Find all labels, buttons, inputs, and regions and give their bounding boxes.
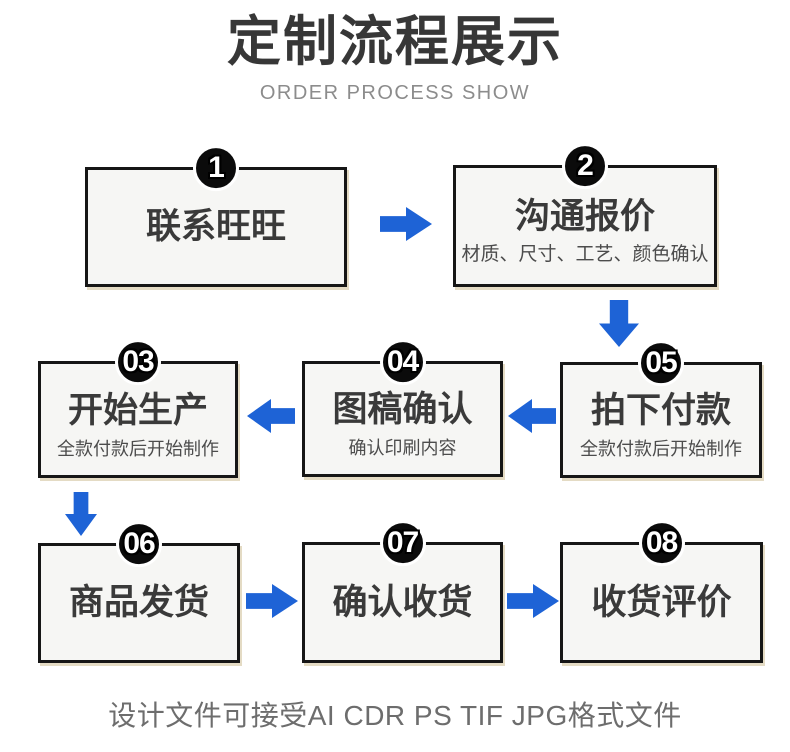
step-box-4-artwork: 04 图稿确认 确认印刷内容	[302, 339, 503, 477]
step-number-badge: 1	[193, 145, 239, 192]
step-number-badge: 08	[638, 520, 685, 567]
step-subtitle: 全款付款后开始制作	[57, 438, 219, 459]
step-title: 商品发货	[68, 583, 209, 622]
step-subtitle: 材质、尺寸、工艺、颜色确认	[461, 244, 709, 265]
step-title: 联系旺旺	[145, 207, 286, 246]
step-box-8-review: 08 收货评价	[560, 520, 763, 663]
arrow-right-icon	[507, 584, 559, 618]
step-number-badge: 2	[562, 143, 608, 190]
arrow-left-icon	[508, 399, 556, 433]
step-title: 沟通报价	[514, 197, 655, 236]
step-number: 06	[123, 527, 155, 561]
arrow-left-icon	[247, 399, 295, 433]
step-subtitle: 确认印刷内容	[348, 438, 457, 458]
arrow-down-icon	[599, 300, 639, 347]
step-title: 收货评价	[591, 582, 732, 622]
step-box-3-production: 03 开始生产 全款付款后开始制作	[38, 339, 238, 478]
step-box-6-shipping: 06 商品发货	[38, 521, 240, 663]
step-title: 拍下付款	[590, 391, 731, 430]
step-title: 图稿确认	[332, 390, 473, 429]
step-number: 07	[386, 526, 419, 560]
step-number: 04	[386, 345, 419, 379]
arrow-right-icon	[380, 207, 432, 241]
step-number: 1	[208, 151, 225, 185]
step-title: 确认收货	[332, 582, 473, 622]
step-title: 开始生产	[67, 390, 208, 430]
page-subtitle: ORDER PROCESS SHOW	[259, 82, 531, 104]
arrow-down-icon	[65, 492, 97, 536]
step-box-5-payment: 05 拍下付款 全款付款后开始制作	[560, 340, 762, 478]
footer-note: 设计文件可接受AI CDR PS TIF JPG格式文件	[108, 700, 682, 731]
step-number: 08	[645, 526, 678, 560]
step-number-badge: 07	[379, 520, 426, 567]
step-box-2-quote: 2 沟通报价 材质、尺寸、工艺、颜色确认	[453, 143, 717, 287]
page-title: 定制流程展示	[227, 12, 563, 72]
step-number-badge: 06	[116, 521, 162, 568]
step-box-7-receipt: 07 确认收货	[302, 520, 503, 663]
step-subtitle: 全款付款后开始制作	[580, 439, 742, 459]
step-number-badge: 05	[638, 340, 684, 387]
step-number: 03	[122, 345, 154, 379]
step-number: 05	[645, 346, 677, 380]
step-number-badge: 03	[115, 339, 161, 386]
step-number: 2	[577, 149, 594, 183]
step-box-1-contact: 1 联系旺旺	[85, 145, 347, 287]
arrow-right-icon	[246, 584, 298, 618]
step-number-badge: 04	[379, 339, 426, 386]
